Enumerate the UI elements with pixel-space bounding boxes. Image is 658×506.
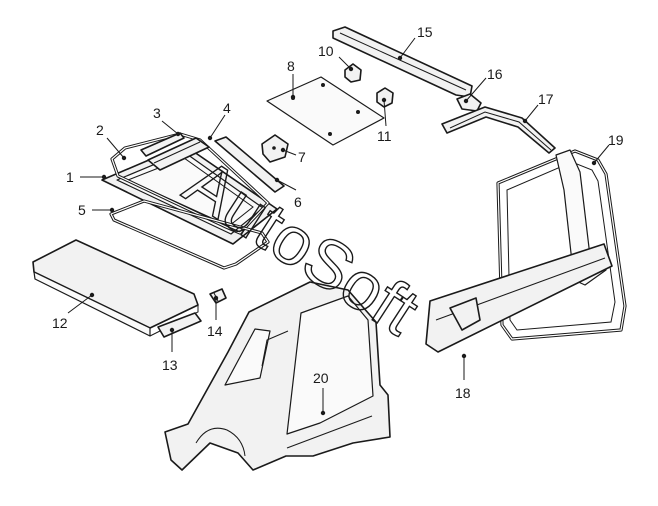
callout-4: 4 <box>223 100 231 116</box>
part-13-deflector <box>157 312 202 338</box>
part-17-side-rail <box>441 106 556 154</box>
callout-18: 18 <box>455 385 471 401</box>
callout-1: 1 <box>66 169 74 185</box>
callout-16: 16 <box>487 66 503 82</box>
callout-13: 13 <box>162 357 178 373</box>
part-4-rail <box>147 137 210 171</box>
part-18-sill <box>425 243 613 353</box>
part-12-glass-panel <box>32 239 199 337</box>
part-14-pin <box>209 288 227 304</box>
callout-20: 20 <box>313 370 329 386</box>
part-11-clip <box>376 87 394 108</box>
part-15-roof-rail <box>332 26 473 98</box>
part-19-door-seal <box>496 149 627 341</box>
callout-15: 15 <box>417 24 433 40</box>
part-5-seal-loop <box>109 199 270 270</box>
callout-14: 14 <box>207 323 223 339</box>
callout-5: 5 <box>78 202 86 218</box>
callout-2: 2 <box>96 122 104 138</box>
callout-3: 3 <box>153 105 161 121</box>
callout-8: 8 <box>287 58 295 74</box>
callout-10: 10 <box>318 43 334 59</box>
callout-11: 11 <box>377 128 392 144</box>
callout-12: 12 <box>52 315 68 331</box>
callout-7: 7 <box>298 149 306 165</box>
part-6-slat <box>214 136 285 193</box>
callout-17: 17 <box>538 91 554 107</box>
callout-19: 19 <box>608 132 624 148</box>
part-8-panel <box>266 76 385 146</box>
callout-labels: 1 2 3 4 5 6 7 8 10 11 12 13 14 15 16 17 … <box>52 24 624 401</box>
callout-6: 6 <box>294 194 302 210</box>
part-16-bracket <box>456 93 482 112</box>
part-3-rail <box>140 132 185 157</box>
leader-lines <box>67 37 610 416</box>
part-10-clip <box>344 63 362 83</box>
part-7-bracket <box>261 134 289 163</box>
part-20-body-side <box>164 281 391 471</box>
part-2-frame-seal <box>110 132 270 235</box>
